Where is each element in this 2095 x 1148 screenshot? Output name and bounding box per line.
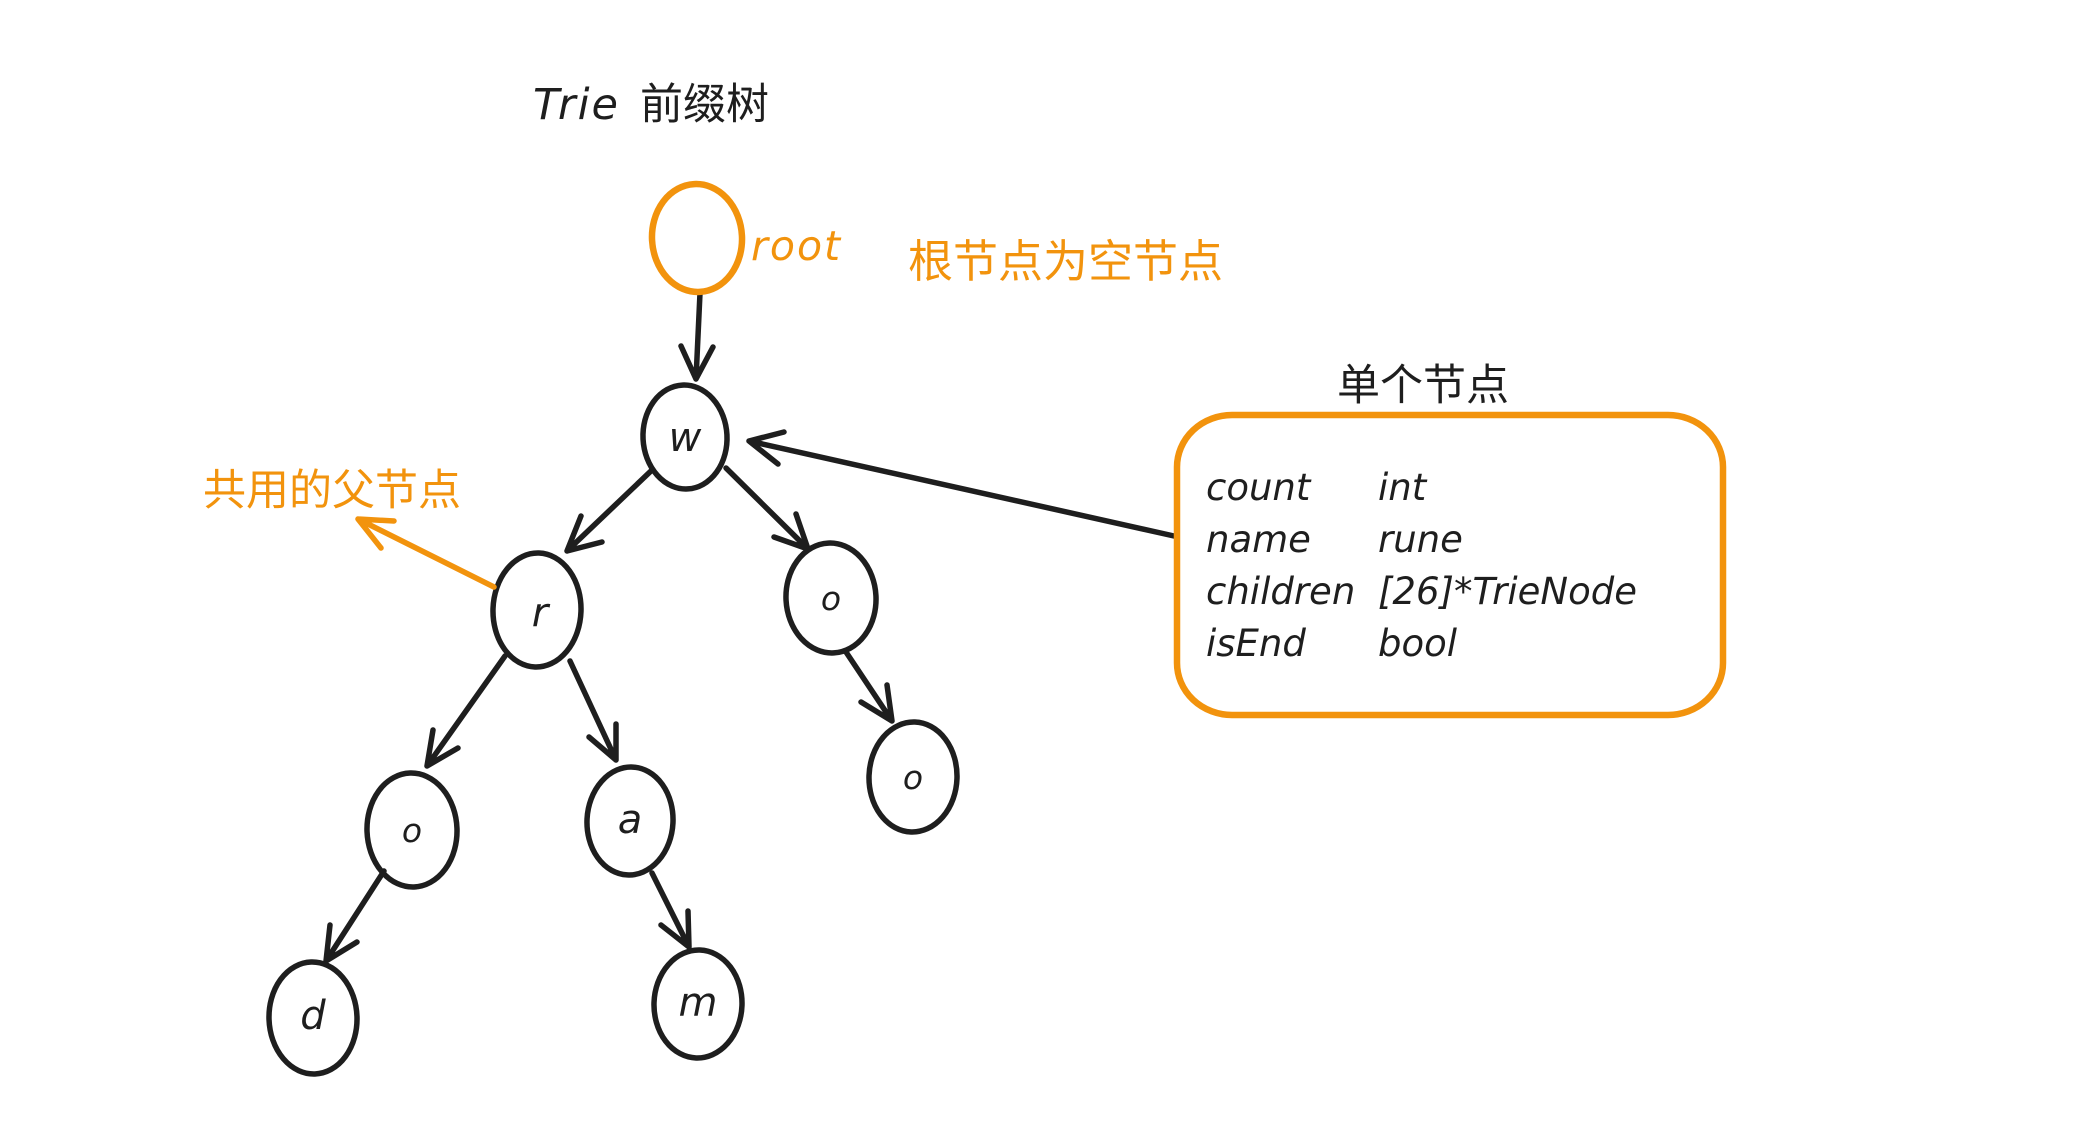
page-title-latin: Trie [533, 80, 621, 130]
node-o-left-circle [364, 770, 460, 890]
root-label: root [751, 222, 843, 270]
node-d-label: d [300, 993, 326, 1040]
node-m-label: m [678, 980, 718, 1027]
edge-w-o1 [723, 465, 811, 552]
node-o-right-upper-circle [783, 540, 879, 656]
node-a-label: a [617, 797, 643, 844]
struct-field-row: count int [1206, 462, 1637, 514]
edge-root-w [678, 290, 716, 382]
node-a-circle [584, 764, 676, 878]
node-root-circle [648, 180, 746, 296]
struct-field-type: bool [1378, 622, 1458, 665]
edge-struct-panel-w [746, 429, 1177, 539]
struct-field-type: int [1378, 466, 1427, 509]
struct-field-type: [26]*TrieNode [1378, 570, 1637, 613]
node-d-circle [266, 959, 360, 1077]
node-r-label: r [531, 590, 549, 637]
struct-field-row: isEnd bool [1206, 618, 1637, 670]
edge-o-d [323, 868, 387, 964]
edge-r-a [567, 658, 619, 763]
tree-nodes [266, 382, 960, 1077]
struct-field-name: count [1206, 466, 1311, 509]
edge-o1-o2 [843, 649, 895, 724]
struct-field-name: children [1206, 570, 1356, 613]
node-r-circle [490, 550, 584, 670]
node-o-right-upper-label: o [820, 578, 842, 618]
page-title: Trie 前缀树 [533, 70, 769, 132]
edge-a-m [649, 870, 692, 950]
edge-r-o [424, 653, 508, 769]
struct-field-type: rune [1378, 518, 1463, 561]
page-title-chinese: 前缀树 [640, 80, 770, 130]
shared-parent-arrow [355, 516, 497, 590]
node-o-right-lower-label: o [902, 757, 924, 797]
struct-field-name: name [1206, 518, 1311, 561]
struct-field-row: name rune [1206, 514, 1637, 566]
tree-edges [323, 290, 1177, 964]
struct-panel-title: 单个节点 [1337, 361, 1509, 411]
struct-field-row: children [26]*TrieNode [1206, 566, 1637, 618]
node-o-right-lower-circle [866, 719, 960, 835]
struct-field-name: isEnd [1206, 622, 1306, 665]
node-w-label: w [668, 415, 702, 462]
shared-parent-label: 共用的父节点 [203, 466, 461, 516]
edge-w-r [564, 467, 655, 554]
node-o-left-label: o [401, 810, 423, 850]
node-w-circle [640, 382, 730, 492]
node-m-circle [651, 947, 745, 1061]
root-note: 根节点为空节点 [908, 235, 1224, 288]
struct-panel-box [1173, 411, 1727, 719]
